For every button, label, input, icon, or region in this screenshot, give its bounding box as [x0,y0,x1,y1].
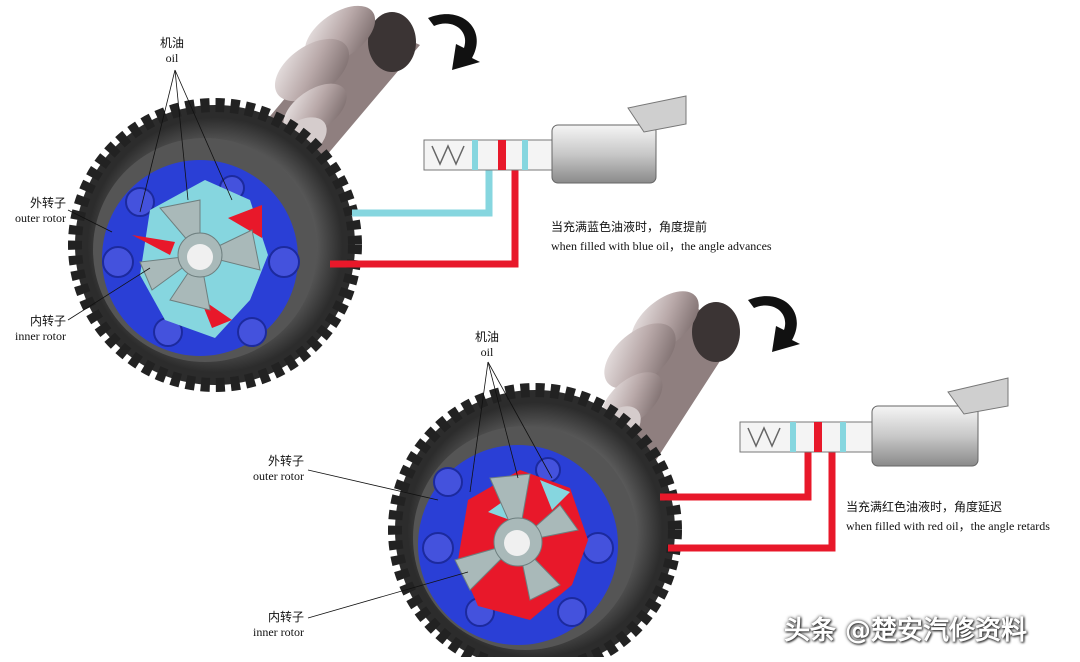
oil-label-zh-2: 机油 [474,330,499,344]
outer-rotor-en-2: outer rotor [253,469,304,483]
outer-rotor-zh-2: 外转子 [267,454,304,468]
outer-rotor-label-1: 外转子 outer rotor [0,196,66,226]
outer-rotor-zh-1: 外转子 [29,196,66,210]
caption-en-2: when filled with red oil，the angle retar… [846,519,1050,533]
inner-rotor-2 [454,473,579,601]
inner-rotor-zh-2: 内转子 [267,610,304,624]
oil-label-1: 机油 oil [152,36,192,66]
inner-rotor-1 [139,199,261,311]
figure-2 [307,291,1009,662]
inner-rotor-label-2: 内转子 inner rotor [230,610,304,640]
caption-zh-1: 当充满蓝色油液时，角度提前 [551,220,708,234]
oil-control-valve-1 [423,95,687,184]
outer-rotor-en-1: outer rotor [15,211,66,225]
red-oil-line-2b [668,440,836,552]
leader-lines-2 [307,361,553,619]
red-oil-line-2a [660,440,812,501]
inner-rotor-en-1: inner rotor [15,329,66,343]
inner-rotor-label-1: 内转子 inner rotor [0,314,66,344]
caption-2: 当充满红色油液时，角度延迟 when filled with red oil，t… [846,500,1050,534]
oil-control-valve-2 [739,377,1009,467]
oil-label-en-2: oil [480,345,494,359]
inner-rotor-en-2: inner rotor [253,625,304,639]
rotation-arrow-icon [748,296,800,352]
caption-zh-2: 当充满红色油液时，角度延迟 [846,500,1003,514]
rotation-arrow-icon [428,14,480,70]
watermark-text: 头条 @楚安汽修资料 [784,616,1028,646]
red-oil-line-1 [330,150,519,268]
caption-en-1: when filled with blue oil，the angle adva… [551,239,772,253]
oil-label-zh-1: 机油 [159,36,184,50]
blue-oil-line-1 [352,150,493,217]
outer-rotor-label-2: 外转子 outer rotor [230,454,304,484]
caption-1: 当充满蓝色油液时，角度提前 when filled with blue oil，… [551,220,772,254]
leader-lines-1 [67,69,233,321]
oil-label-en-1: oil [165,51,179,65]
oil-label-2: 机油 oil [464,330,510,360]
figure-1 [67,5,687,392]
inner-rotor-zh-1: 内转子 [29,314,66,328]
